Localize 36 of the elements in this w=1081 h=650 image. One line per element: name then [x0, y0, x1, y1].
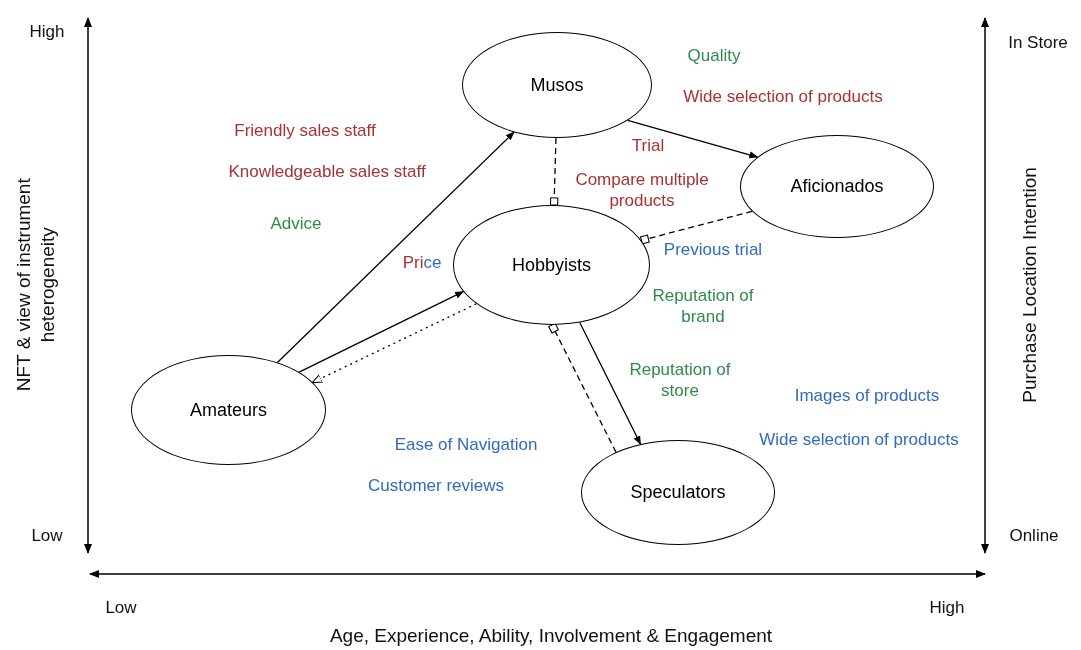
factor-label: Knowledgeable sales staff: [227, 161, 427, 183]
dashed-connector: [549, 137, 559, 206]
arrow: [627, 119, 759, 159]
factor-label: Quality: [686, 45, 742, 67]
factor-label: Previous trial: [662, 239, 764, 261]
factor-label: Images of products: [793, 385, 941, 407]
factor-label: Wide selection of products: [682, 86, 884, 108]
arrow: [579, 321, 642, 445]
factor-label: Ease of Navigation: [393, 434, 539, 456]
factor-label: Advice: [269, 213, 323, 235]
factor-label: Reputation of store: [628, 359, 732, 402]
segment-name: Aficionados: [790, 175, 884, 198]
axis-title: Age, Experience, Ability, Involvement & Engagement: [328, 624, 774, 648]
axis-tick-label: Low: [104, 597, 138, 619]
factor-label: Price: [401, 252, 443, 274]
factor-label: Wide selection of products: [758, 429, 960, 451]
dotted-arrow: [311, 303, 477, 384]
axis-tick-label: High: [28, 21, 66, 43]
axis-tick-label: High: [928, 597, 966, 619]
factor-label: Friendly sales staff: [233, 120, 377, 142]
factor-label: Trial: [630, 135, 666, 157]
factor-label: Compare multiple products: [574, 169, 710, 212]
axis-tick-label: Online: [1008, 525, 1060, 547]
axis-title: NFT & view of instrument heterogeneity: [12, 177, 59, 394]
factor-label: Reputation of brand: [651, 285, 755, 328]
dashed-connector: [639, 210, 753, 245]
axis-title: Purchase Location Intention: [1018, 166, 1042, 405]
segment-name: Amateurs: [190, 398, 267, 422]
factor-label: Customer reviews: [366, 475, 505, 497]
segment-name: Speculators: [630, 481, 726, 504]
arrow: [298, 291, 465, 373]
segment-name: Hobbyists: [512, 253, 591, 277]
arrow: [276, 131, 515, 364]
segment-name: Musos: [530, 73, 584, 97]
axis-tick-label: In Store: [1007, 32, 1069, 54]
axis-tick-label: Low: [30, 525, 64, 547]
